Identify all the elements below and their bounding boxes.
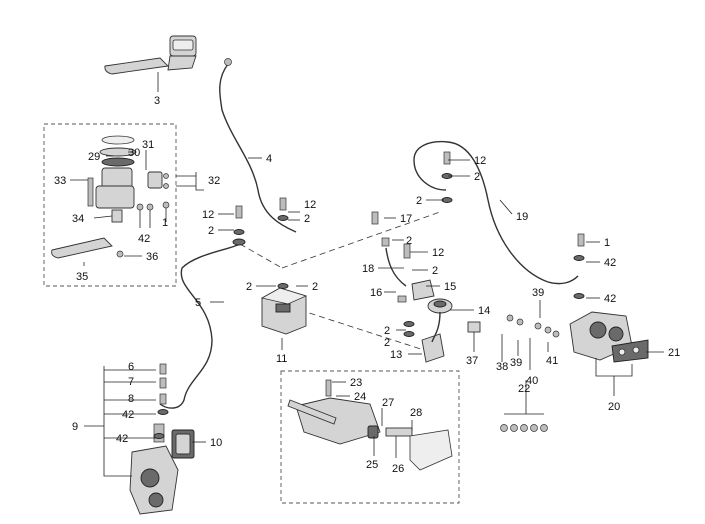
callout-26: 26 <box>392 463 404 475</box>
callout-40: 40 <box>526 375 538 387</box>
abs-modulator <box>260 287 308 335</box>
callout-34: 34 <box>72 213 84 225</box>
callout-39-a: 39 <box>532 287 544 299</box>
rear-caliper <box>569 233 633 361</box>
callout-42-b: 42 <box>122 409 134 421</box>
hose-4 <box>219 63 297 233</box>
front-banjo-fittings <box>153 363 169 443</box>
callout-8: 8 <box>128 393 134 405</box>
callout-37: 37 <box>466 355 478 367</box>
callout-2-d: 2 <box>312 281 318 293</box>
callout-42-c: 42 <box>116 433 128 445</box>
callout-7: 7 <box>128 376 134 388</box>
callout-42-d: 42 <box>604 257 616 269</box>
callout-28: 28 <box>410 407 422 419</box>
callout-13: 13 <box>390 349 402 361</box>
rear-caliper-hardware <box>500 314 560 432</box>
hose-5 <box>159 243 241 409</box>
rear-reservoir-fittings <box>371 211 435 337</box>
callout-12-b: 12 <box>202 209 214 221</box>
callout-2-i: 2 <box>384 325 390 337</box>
front-caliper <box>129 445 179 515</box>
callout-1-b: 1 <box>604 237 610 249</box>
callout-25: 25 <box>366 459 378 471</box>
callout-23: 23 <box>350 377 362 389</box>
rear-master-cylinder-detail-box <box>280 370 460 504</box>
callout-38: 38 <box>496 361 508 373</box>
callout-35: 35 <box>76 271 88 283</box>
callout-12-c: 12 <box>474 155 486 167</box>
callout-5: 5 <box>195 297 201 309</box>
callout-12-a: 12 <box>304 199 316 211</box>
callout-22: 22 <box>518 383 530 395</box>
callout-18: 18 <box>362 263 374 275</box>
callout-10: 10 <box>210 437 222 449</box>
callout-42-a: 42 <box>138 233 150 245</box>
callout-12-d: 12 <box>432 247 444 259</box>
callout-32: 32 <box>208 175 220 187</box>
front-master-cylinder-exploded <box>51 135 170 259</box>
callout-11: 11 <box>276 353 287 365</box>
callout-17: 17 <box>400 213 412 225</box>
callout-2-h: 2 <box>432 265 438 277</box>
hose-19 <box>413 140 579 285</box>
callout-31: 31 <box>142 139 154 151</box>
callout-15: 15 <box>444 281 456 293</box>
callout-labels: 3 4 5 6 7 8 9 10 11 12 12 12 12 2 2 2 2 … <box>54 95 680 475</box>
callout-2-c: 2 <box>246 281 252 293</box>
callout-16: 16 <box>370 287 382 299</box>
callout-24: 24 <box>354 391 366 403</box>
callout-20: 20 <box>608 401 620 413</box>
callout-21: 21 <box>668 347 680 359</box>
callout-2-e: 2 <box>474 171 480 183</box>
callout-4: 4 <box>266 153 272 165</box>
rear-brake-reservoir <box>421 298 481 363</box>
callout-2-a: 2 <box>304 213 310 225</box>
callout-42-e: 42 <box>604 293 616 305</box>
callout-41: 41 <box>546 355 558 367</box>
callout-9: 9 <box>72 421 78 433</box>
callout-33: 33 <box>54 175 66 187</box>
hose-18 <box>385 247 407 287</box>
callout-29: 29 <box>88 151 100 163</box>
rear-brake-pads <box>611 339 649 363</box>
callout-30: 30 <box>128 147 140 159</box>
rear-master-cylinder <box>287 379 453 471</box>
callout-2-g: 2 <box>406 235 412 247</box>
callout-3: 3 <box>154 95 160 107</box>
front-master-cylinder <box>104 35 232 75</box>
callout-14: 14 <box>478 305 490 317</box>
leader-lines <box>70 72 664 477</box>
callout-2-b: 2 <box>208 225 214 237</box>
callout-1-a: 1 <box>162 217 168 229</box>
callout-2-j: 2 <box>384 337 390 349</box>
front-brake-pads <box>171 429 195 459</box>
hose-bolts-washers <box>232 151 453 289</box>
front-master-cylinder-detail-box <box>43 123 177 287</box>
callout-36: 36 <box>146 251 158 263</box>
callout-27: 27 <box>382 397 394 409</box>
callout-19: 19 <box>516 211 528 223</box>
routing-dashed-lines <box>239 211 441 353</box>
callout-2-f: 2 <box>416 195 422 207</box>
callout-39-b: 39 <box>510 357 522 369</box>
callout-6: 6 <box>128 361 134 373</box>
